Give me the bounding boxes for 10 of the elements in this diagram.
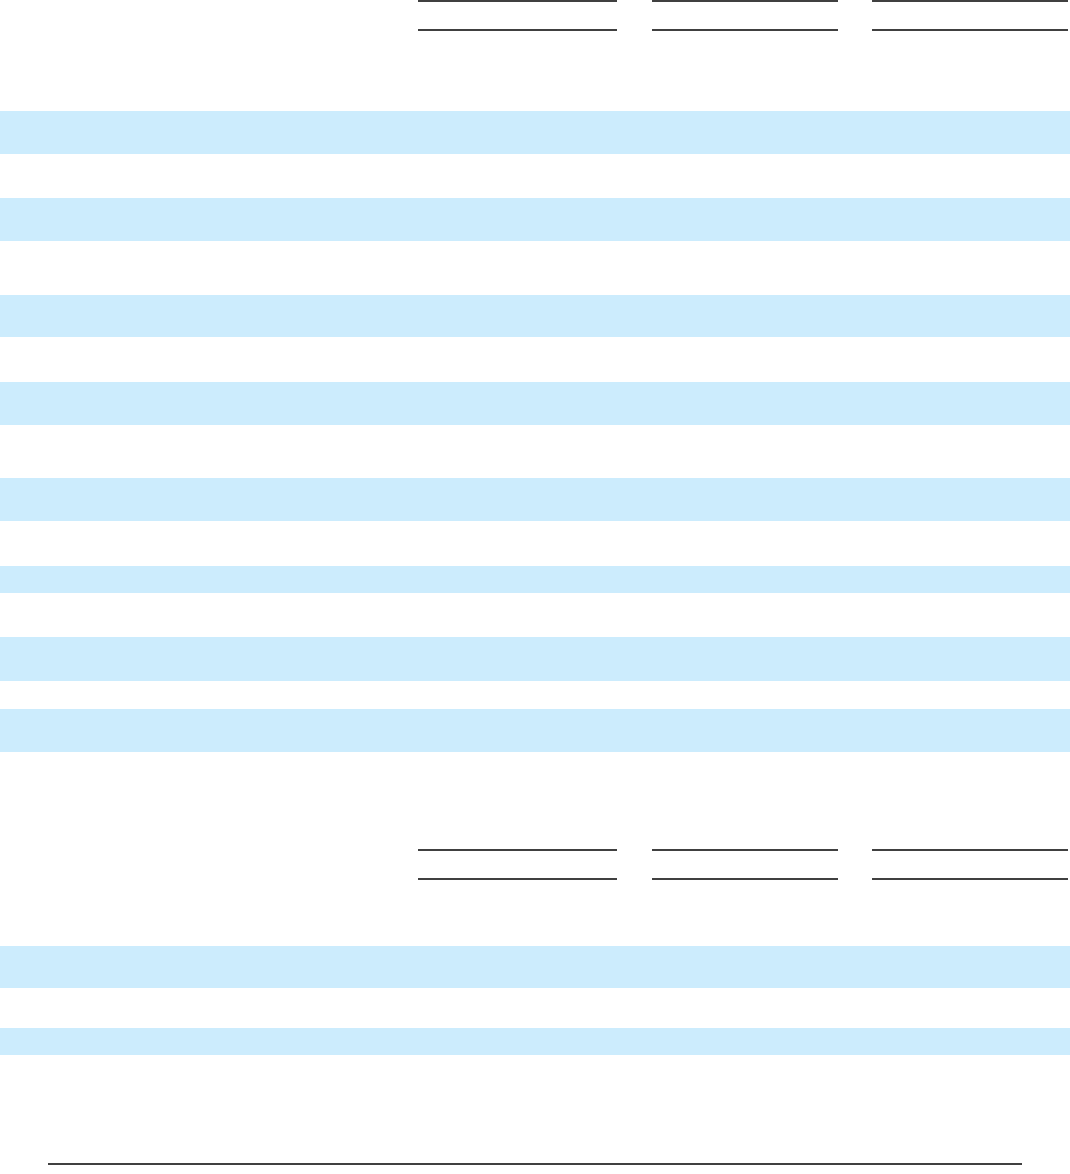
- table-row-band: [0, 566, 1070, 593]
- table-row-band: [0, 1028, 1070, 1055]
- table-row-band: [0, 478, 1070, 521]
- table-row-band: [0, 295, 1070, 337]
- table-row-band: [0, 382, 1070, 425]
- table-row-band: [0, 198, 1070, 241]
- table-row-band: [0, 111, 1070, 154]
- table-row-band: [0, 946, 1070, 988]
- table-row-band: [0, 637, 1070, 681]
- table-row-band: [0, 709, 1070, 752]
